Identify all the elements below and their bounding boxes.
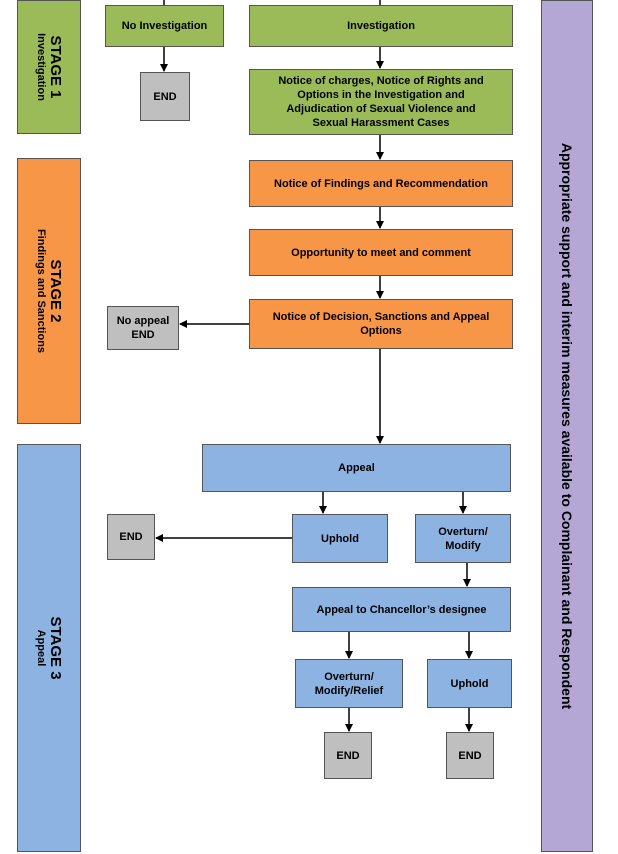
node-overturn-modify: Overturn/ Modify [415,514,511,563]
stage-1-band: STAGE 1 Investigation [17,0,81,134]
stage-2-band: STAGE 2 Findings and Sanctions [17,158,81,424]
stage-3-band: STAGE 3 Appeal [17,444,81,852]
stage-3-label: STAGE 3 Appeal [34,616,64,679]
node-uphold-1: Uphold [292,514,388,563]
stage-2-title: STAGE 2 [47,259,64,323]
stage-1-subtitle: Investigation [35,33,47,101]
node-uphold-2: Uphold [427,659,512,708]
no-appeal-label: No appeal [116,315,170,327]
stage-2-label: STAGE 2 Findings and Sanctions [34,229,64,353]
node-end-4: END [446,732,494,779]
node-opportunity: Opportunity to meet and comment [249,229,513,276]
node-appeal: Appeal [202,444,511,492]
stage-3-title: STAGE 3 [47,616,64,680]
node-end-2: END [107,514,155,560]
node-no-investigation: No Investigation [105,5,224,47]
support-side-panel: Appropriate support and interim measures… [541,0,593,852]
node-investigation: Investigation [249,5,513,47]
node-end-3: END [324,732,372,779]
node-notice-of-decision: Notice of Decision, Sanctions and Appeal… [249,299,513,349]
support-side-panel-text: Appropriate support and interim measures… [559,142,575,710]
stage-1-title: STAGE 1 [47,35,64,99]
node-notice-of-charges: Notice of charges, Notice of Rights and … [249,69,513,135]
node-notice-of-findings: Notice of Findings and Recommendation [249,160,513,207]
stage-1-label: STAGE 1 Investigation [34,33,64,101]
stage-3-subtitle: Appeal [35,629,47,667]
node-end-1: END [140,72,190,121]
stage-2-subtitle: Findings and Sanctions [35,228,47,354]
node-overturn-modify-relief: Overturn/ Modify/Relief [295,659,403,708]
no-appeal-end-label: END [131,329,155,341]
node-appeal-chancellor: Appeal to Chancellor’s designee [292,587,511,632]
node-no-appeal-end: No appeal END [107,306,179,350]
